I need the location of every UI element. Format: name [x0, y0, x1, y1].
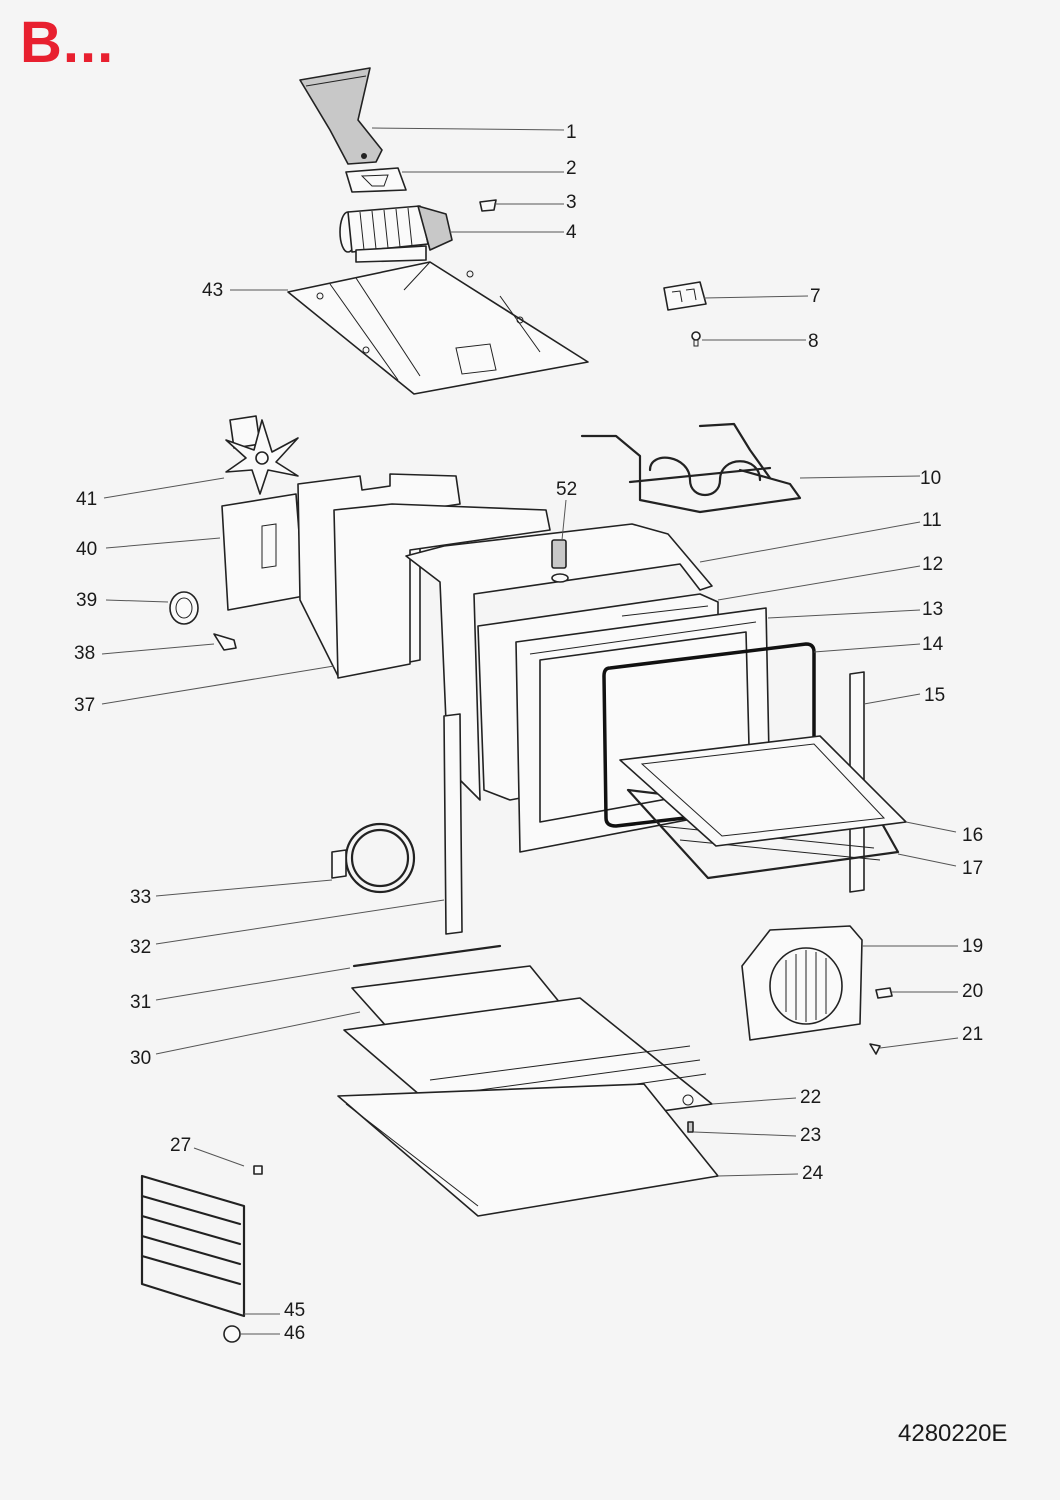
part-3-clip [479, 199, 497, 212]
label-16: 16 [962, 825, 983, 846]
part-27-knob [253, 1165, 263, 1175]
section-mark: B... [20, 10, 115, 75]
label-1: 1 [566, 122, 577, 143]
part-labels: 1 2 3 4 7 8 43 10 52 11 12 13 14 15 16 1… [74, 122, 983, 1344]
label-20: 20 [962, 981, 983, 1002]
label-39: 39 [76, 590, 97, 611]
part-8-lamp [691, 331, 701, 347]
leader-lines [101, 127, 959, 1335]
label-13: 13 [922, 599, 943, 620]
part-38-lamp-glass [213, 633, 237, 651]
label-8: 8 [808, 331, 819, 352]
label-52: 52 [556, 479, 577, 500]
part-46-cap [223, 1325, 241, 1343]
part-20-screw [875, 987, 893, 999]
label-31: 31 [130, 992, 151, 1013]
label-12: 12 [922, 554, 943, 575]
part-4-tangential-fan [339, 205, 453, 263]
label-33: 33 [130, 887, 151, 908]
label-41: 41 [76, 489, 97, 510]
part-1-air-duct [299, 67, 383, 165]
label-40: 40 [76, 539, 97, 560]
label-22: 22 [800, 1087, 821, 1108]
label-27: 27 [170, 1135, 191, 1156]
part-41-fan-motor [225, 415, 299, 495]
part-37-insulation [297, 473, 551, 679]
part-7-terminal-block [663, 281, 707, 311]
label-10: 10 [920, 468, 941, 489]
document-code: 4280220E [898, 1420, 1008, 1447]
label-45: 45 [284, 1300, 305, 1321]
label-17: 17 [962, 858, 983, 879]
label-21: 21 [962, 1024, 983, 1045]
part-19-fan-cover [741, 925, 863, 1041]
part-21-screw [869, 1043, 881, 1055]
label-37: 37 [74, 695, 95, 716]
label-14: 14 [922, 634, 944, 655]
label-3: 3 [566, 192, 577, 213]
label-2: 2 [566, 158, 577, 179]
part-39-lamp-holder [169, 591, 199, 625]
part-45-shelf-support [140, 1174, 246, 1318]
label-7: 7 [810, 286, 821, 307]
part-2-gasket [345, 167, 407, 193]
part-40-rear-panel [221, 493, 305, 611]
label-19: 19 [962, 936, 983, 957]
part-52-spigot [551, 539, 569, 583]
label-23: 23 [800, 1125, 821, 1146]
label-4: 4 [566, 222, 577, 243]
label-32: 32 [130, 937, 151, 958]
part-33-circular-element [331, 822, 416, 894]
label-15: 15 [924, 685, 945, 706]
part-23-pin [687, 1121, 694, 1133]
part-10-grill-element [580, 422, 802, 514]
label-38: 38 [74, 643, 95, 664]
label-46: 46 [284, 1323, 305, 1344]
label-24: 24 [802, 1163, 824, 1184]
part-32-side-runner [443, 713, 463, 935]
label-11: 11 [922, 510, 942, 531]
label-43: 43 [202, 280, 223, 301]
part-43-top-plate [287, 261, 589, 395]
label-30: 30 [130, 1048, 151, 1069]
